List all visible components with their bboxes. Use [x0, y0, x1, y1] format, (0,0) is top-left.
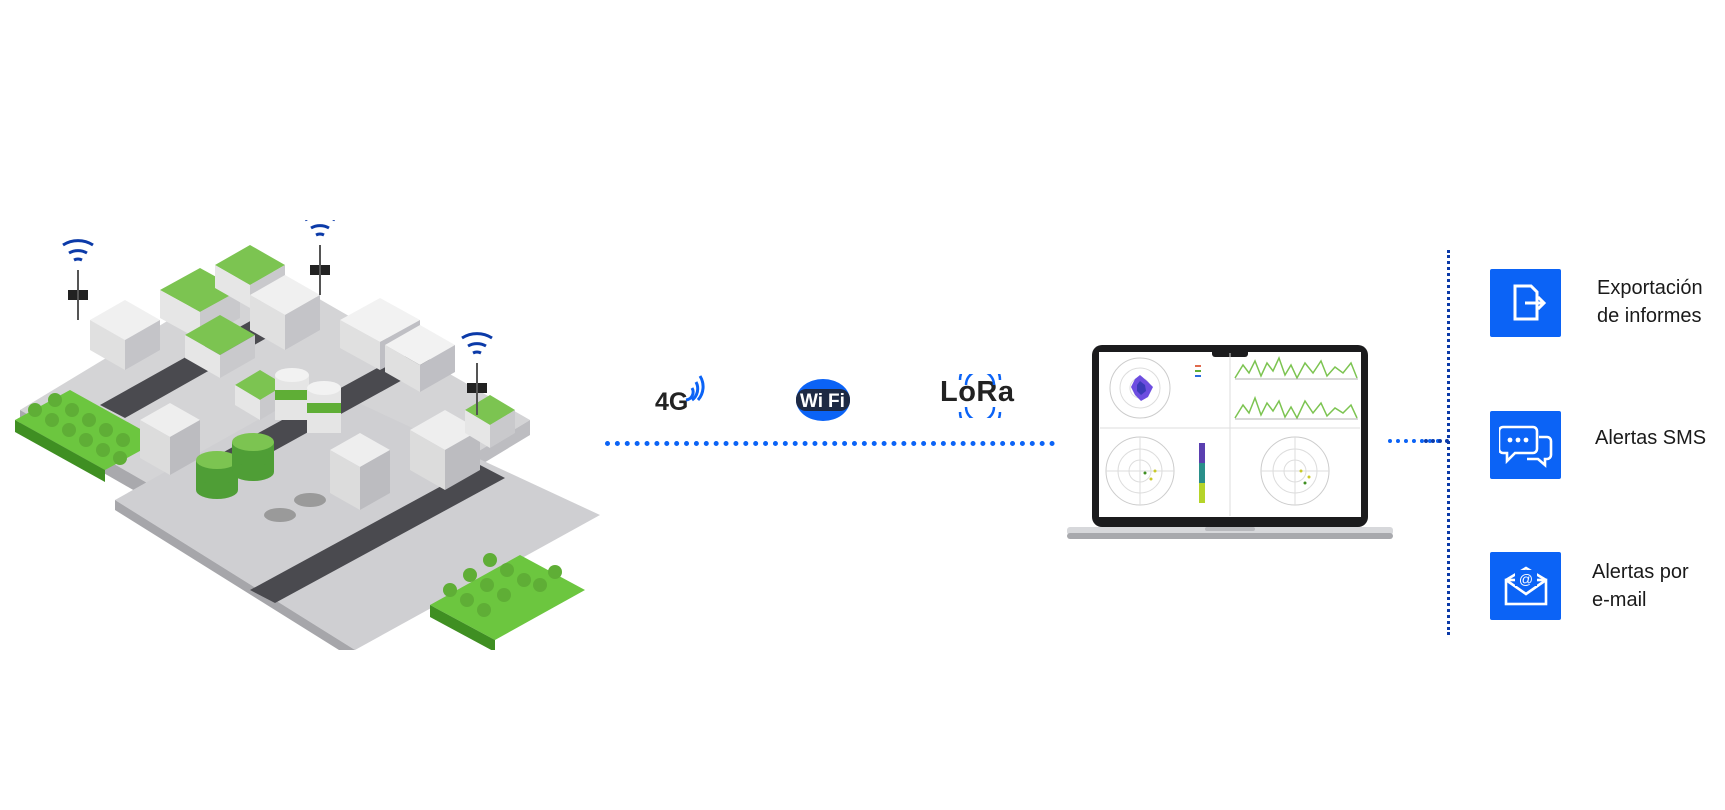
- wifi-logo-text-b: Fi: [828, 391, 845, 412]
- time-series-chart: [1234, 356, 1358, 420]
- wifi-logo-text-a: Wi: [800, 391, 823, 412]
- output-label: Alertas SMS: [1595, 427, 1707, 449]
- polar-scatter-chart: [1105, 436, 1175, 506]
- output-label: Exportación de informes: [1597, 277, 1703, 327]
- road: [250, 465, 505, 603]
- sensor-tower: [461, 332, 493, 355]
- buildings: [90, 245, 515, 510]
- svg-text:@: @: [1518, 571, 1532, 587]
- network-lora-label: LoRa: [940, 376, 1015, 408]
- wind-rose-chart: [1109, 357, 1171, 419]
- green-park: [15, 390, 160, 470]
- wifi-logo: Wi Fi: [796, 379, 850, 421]
- laptop-dashboard: [1067, 345, 1393, 539]
- email-envelope-icon: @: [1504, 566, 1547, 606]
- trees: [28, 393, 562, 617]
- output-label: Alertas por e-mail: [1592, 561, 1689, 611]
- export-reports-button[interactable]: [1490, 269, 1561, 337]
- connection-line: [605, 441, 1055, 446]
- sms-alerts-button[interactable]: [1490, 411, 1561, 479]
- lora-waves-icon: [958, 374, 1002, 418]
- export-document-icon: [1513, 284, 1546, 321]
- sensor-tower: [62, 239, 94, 262]
- polar-scatter-chart: [1260, 436, 1330, 506]
- connection-line: [1424, 439, 1449, 443]
- storage-tanks: [196, 368, 341, 522]
- signal-icon: [685, 375, 705, 402]
- sensor-tower: [305, 220, 335, 237]
- connection-line: [1388, 439, 1440, 443]
- network-4g-label: 4G: [655, 388, 689, 416]
- industrial-city-illustration: [15, 220, 600, 650]
- chat-bubbles-icon: [1498, 425, 1552, 468]
- email-alerts-button[interactable]: @: [1490, 552, 1561, 620]
